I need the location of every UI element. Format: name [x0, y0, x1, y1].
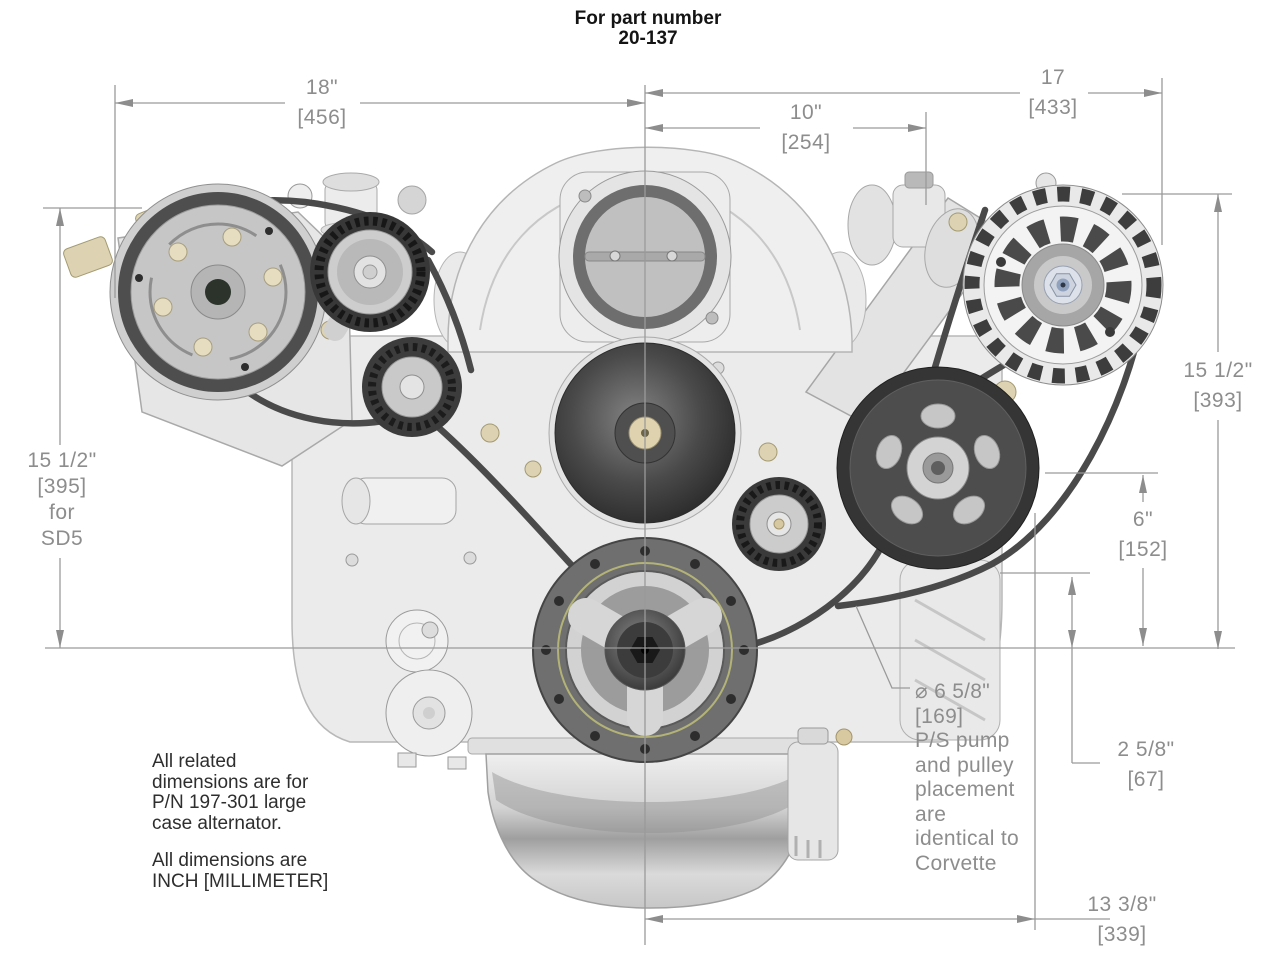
callout-line6: are — [915, 802, 947, 826]
dim-10-inch: 10" — [789, 101, 823, 124]
dim-left-sd5: SD5 — [40, 527, 84, 550]
title-line2: 20-137 — [618, 28, 678, 49]
dim-6-mm: [152] — [1118, 538, 1168, 561]
dim-right-inch: 15 1/2" — [1183, 359, 1253, 382]
note-line4: case alternator. — [152, 812, 282, 834]
callout-diameter: ⌀ 6 5/8" — [915, 680, 991, 703]
dim-width-10: 10" [254] — [781, 98, 830, 158]
tensioner-pulley — [310, 212, 430, 341]
dim-width-17: 17 [433] — [1028, 63, 1077, 123]
note-line1: All related — [152, 751, 237, 772]
dim-right-mm: [393] — [1193, 389, 1243, 412]
dim-left-inch: 15 1/2" — [27, 449, 97, 472]
ps-pump-callout: ⌀ 6 5/8" [169] P/S pump and pulley place… — [915, 680, 1019, 876]
callout-mm: [169] — [915, 704, 964, 728]
dim-ps-height: 6" [152] — [1118, 505, 1167, 565]
units-note: All dimensions are INCH [MILLIMETER] — [152, 850, 329, 892]
idler-pulley-center — [732, 477, 826, 571]
ac-compressor-clutch — [63, 183, 327, 401]
drawing-title: For part number 20-137 — [575, 9, 722, 49]
dim-left-mm: [395] — [37, 475, 87, 498]
power-steering-pulley — [836, 366, 1040, 570]
dim-1338-inch: 13 3/8" — [1087, 893, 1157, 916]
dim-258-mm: [67] — [1127, 768, 1165, 791]
callout-line8: Corvette — [915, 851, 997, 875]
dim-258-inch: 2 5/8" — [1117, 738, 1175, 761]
dim-18-mm: [456] — [297, 106, 347, 129]
dim-left-for: for — [48, 501, 75, 524]
callout-line5: placement — [915, 778, 1015, 801]
dim-crank-to-ps: 2 5/8" [67] — [1117, 735, 1174, 795]
ps-callout-leader — [855, 605, 910, 689]
dim-width-18: 18" [456] — [297, 73, 346, 133]
alternator — [962, 172, 1164, 386]
title-line1: For part number — [574, 8, 722, 29]
idler-pulley-left — [362, 337, 462, 437]
callout-line3: P/S pump — [915, 729, 1010, 752]
dim-6-inch: 6" — [1132, 508, 1154, 531]
dim-height-left: 15 1/2" [395] for SD5 — [27, 448, 96, 552]
dim-height-right: 15 1/2" [393] — [1183, 356, 1252, 416]
dim-17-inch: 17 — [1040, 66, 1066, 89]
note-line6: INCH [MILLIMETER] — [152, 870, 329, 892]
note-line5: All dimensions are — [152, 850, 308, 871]
alternator-note: All related dimensions are for P/N 197-3… — [152, 751, 309, 834]
dim-width-bottom: 13 3/8" [339] — [1087, 890, 1156, 950]
dim-17-mm: [433] — [1028, 96, 1078, 119]
dim-10-mm: [254] — [781, 131, 831, 154]
note-line3: P/N 197-301 large — [152, 792, 307, 813]
dim-1338-mm: [339] — [1097, 923, 1147, 946]
dimension-arrows — [56, 89, 1222, 923]
note-line2: dimensions are for — [152, 771, 309, 793]
callout-line4: and pulley — [915, 753, 1014, 777]
dim-18-inch: 18" — [305, 76, 339, 99]
callout-line7: identical to — [915, 827, 1019, 850]
